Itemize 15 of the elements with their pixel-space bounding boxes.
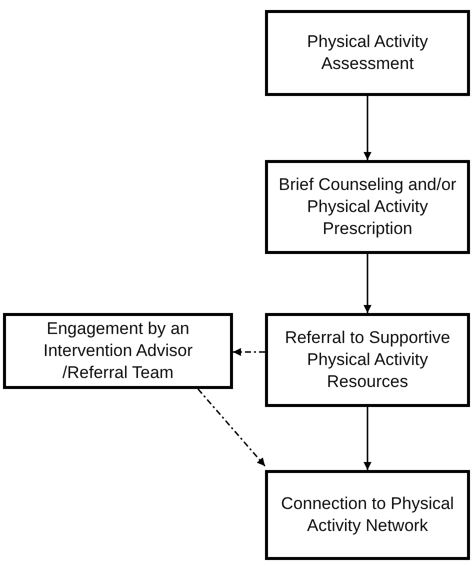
box-label: Engagement by an Intervention Advisor /Referral Team [42, 318, 194, 384]
process-box [3, 313, 233, 389]
process-box [265, 160, 470, 254]
dash-dot-arrow [233, 348, 265, 356]
process-box [265, 313, 470, 407]
box-label: Referral to Supportive Physical Activity Resources [284, 326, 452, 394]
box-label: Physical Activity Assessment [306, 30, 429, 75]
box-label: Brief Counseling and/or Physical Activity Prescription [278, 174, 458, 240]
process-box [265, 470, 470, 560]
box-label: Connection to Physical Activity Network [280, 492, 455, 537]
process-box [265, 10, 470, 96]
arrow [364, 407, 372, 470]
arrow [364, 254, 372, 313]
arrow [364, 96, 372, 160]
dash-dot-arrow [197, 388, 266, 466]
